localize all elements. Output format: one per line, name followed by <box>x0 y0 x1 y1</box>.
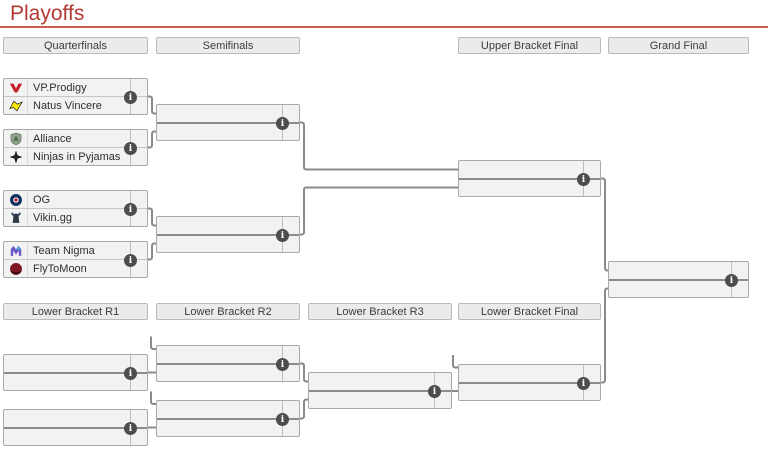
page-header: Playoffs <box>0 0 768 28</box>
connector-qf4-sf2 <box>148 242 156 261</box>
match-quarterfinal-2: Alliance Ninjas in Pyjamas i <box>3 129 148 166</box>
match-quarterfinal-1: VP.Prodigy Natus Vincere i <box>3 78 148 115</box>
team-slot-empty <box>4 372 147 390</box>
match-lower-bracket-r1-m1: i <box>3 354 148 391</box>
team-slot-vp-prodigy[interactable]: VP.Prodigy <box>4 79 147 96</box>
team-slot-vikin-gg[interactable]: Vikin.gg <box>4 208 147 226</box>
match-semifinal-1: i <box>156 104 300 141</box>
match-quarterfinal-4: Team Nigma FlyToMoon i <box>3 241 148 278</box>
page-title: Playoffs <box>10 2 85 25</box>
vikin-gg-logo <box>10 212 21 223</box>
connector-lbf-gf <box>601 287 608 384</box>
team-slot-empty <box>157 363 299 381</box>
connector-ubf-gf <box>601 177 608 272</box>
team-slot-natus-vincere[interactable]: Natus Vincere <box>4 96 147 114</box>
round-header-lower-bracket-r2: Lower Bracket R2 <box>156 303 300 320</box>
round-header-upper-bracket-final: Upper Bracket Final <box>458 37 601 54</box>
round-header-semifinals: Semifinals <box>156 37 300 54</box>
team-name: OG <box>33 193 51 206</box>
match-info-icon[interactable]: i <box>124 254 137 267</box>
vp-prodigy-logo <box>9 83 22 92</box>
connector-lbr2m1-lbr3 <box>300 362 308 383</box>
connector-qf1-sf1 <box>148 95 156 115</box>
team-logo-cell <box>4 130 28 147</box>
match-info-icon[interactable]: i <box>124 422 137 435</box>
round-header-label: Lower Bracket R3 <box>336 305 424 318</box>
match-info-icon[interactable]: i <box>276 117 289 130</box>
connector-sf2-ubf <box>300 186 458 236</box>
match-info-icon[interactable]: i <box>276 358 289 371</box>
match-info-icon[interactable]: i <box>124 367 137 380</box>
match-info-icon[interactable]: i <box>276 229 289 242</box>
match-info-icon[interactable]: i <box>124 142 137 155</box>
team-nigma-logo <box>10 245 21 256</box>
match-info-icon[interactable]: i <box>276 413 289 426</box>
team-name: Alliance <box>33 132 72 145</box>
match-lower-bracket-final: i <box>458 364 601 401</box>
flytomoon-logo <box>9 262 22 275</box>
match-info-icon[interactable]: i <box>577 173 590 186</box>
team-name: Vikin.gg <box>33 211 72 224</box>
team-name: Ninjas in Pyjamas <box>33 150 121 163</box>
match-semifinal-2: i <box>156 216 300 253</box>
team-slot-empty <box>157 234 299 252</box>
match-info-icon[interactable]: i <box>725 274 738 287</box>
team-slot-empty <box>309 390 451 408</box>
match-quarterfinal-3: OG Vikin.gg i <box>3 190 148 227</box>
match-lower-bracket-r1-m2: i <box>3 409 148 446</box>
round-header-label: Grand Final <box>649 39 708 52</box>
og-logo <box>9 193 22 206</box>
match-upper-bracket-final: i <box>458 160 601 197</box>
team-slot-og[interactable]: OG <box>4 191 147 208</box>
team-slot-empty <box>157 418 299 436</box>
team-logo-cell <box>4 242 28 259</box>
match-info-icon[interactable]: i <box>124 91 137 104</box>
round-header-label: Quarterfinals <box>44 39 107 52</box>
team-slot-empty <box>4 427 147 445</box>
team-slot-empty <box>609 279 748 297</box>
match-lower-bracket-r3: i <box>308 372 452 409</box>
match-grand-final: i <box>608 261 749 298</box>
connector-sf1-ubf <box>300 121 458 171</box>
team-name: VP.Prodigy <box>33 81 87 94</box>
team-logo-cell <box>4 79 28 96</box>
team-name: Natus Vincere <box>33 99 102 112</box>
team-slot-team-nigma[interactable]: Team Nigma <box>4 242 147 259</box>
round-header-label: Lower Bracket Final <box>480 305 579 318</box>
connector-qf2-sf1 <box>148 130 156 149</box>
match-info-icon[interactable]: i <box>124 203 137 216</box>
team-slot-alliance[interactable]: Alliance <box>4 130 147 147</box>
ninjas-in-pyjamas-logo <box>8 149 23 164</box>
team-slot-empty <box>459 178 600 196</box>
team-logo-cell <box>4 97 28 114</box>
connector-lbr2m2-lbr3 <box>300 398 308 420</box>
match-info-icon[interactable]: i <box>577 377 590 390</box>
round-header-quarterfinals: Quarterfinals <box>3 37 148 54</box>
round-header-label: Lower Bracket R1 <box>31 305 120 318</box>
natus-vincere-logo <box>8 100 23 111</box>
team-slot-flytomoon[interactable]: FlyToMoon <box>4 259 147 277</box>
round-header-lower-bracket-r1: Lower Bracket R1 <box>3 303 148 320</box>
team-logo-cell <box>4 209 28 226</box>
round-header-lower-bracket-r3: Lower Bracket R3 <box>308 303 452 320</box>
team-slot-empty <box>459 382 600 400</box>
match-lower-bracket-r2-m2: i <box>156 400 300 437</box>
alliance-logo <box>10 132 21 145</box>
round-header-label: Semifinals <box>202 39 254 52</box>
team-logo-cell <box>4 191 28 208</box>
connector-qf3-sf2 <box>148 207 156 227</box>
team-logo-cell <box>4 260 28 277</box>
round-header-grand-final: Grand Final <box>608 37 749 54</box>
match-info-icon[interactable]: i <box>428 385 441 398</box>
match-lower-bracket-r2-m1: i <box>156 345 300 382</box>
team-slot-empty <box>157 122 299 140</box>
round-header-lower-bracket-final: Lower Bracket Final <box>458 303 601 320</box>
team-name: FlyToMoon <box>33 262 87 275</box>
round-header-label: Upper Bracket Final <box>480 39 579 52</box>
team-slot-ninjas-in-pyjamas[interactable]: Ninjas in Pyjamas <box>4 147 147 165</box>
team-logo-cell <box>4 148 28 165</box>
round-header-label: Lower Bracket R2 <box>184 305 272 318</box>
team-name: Team Nigma <box>33 244 95 257</box>
